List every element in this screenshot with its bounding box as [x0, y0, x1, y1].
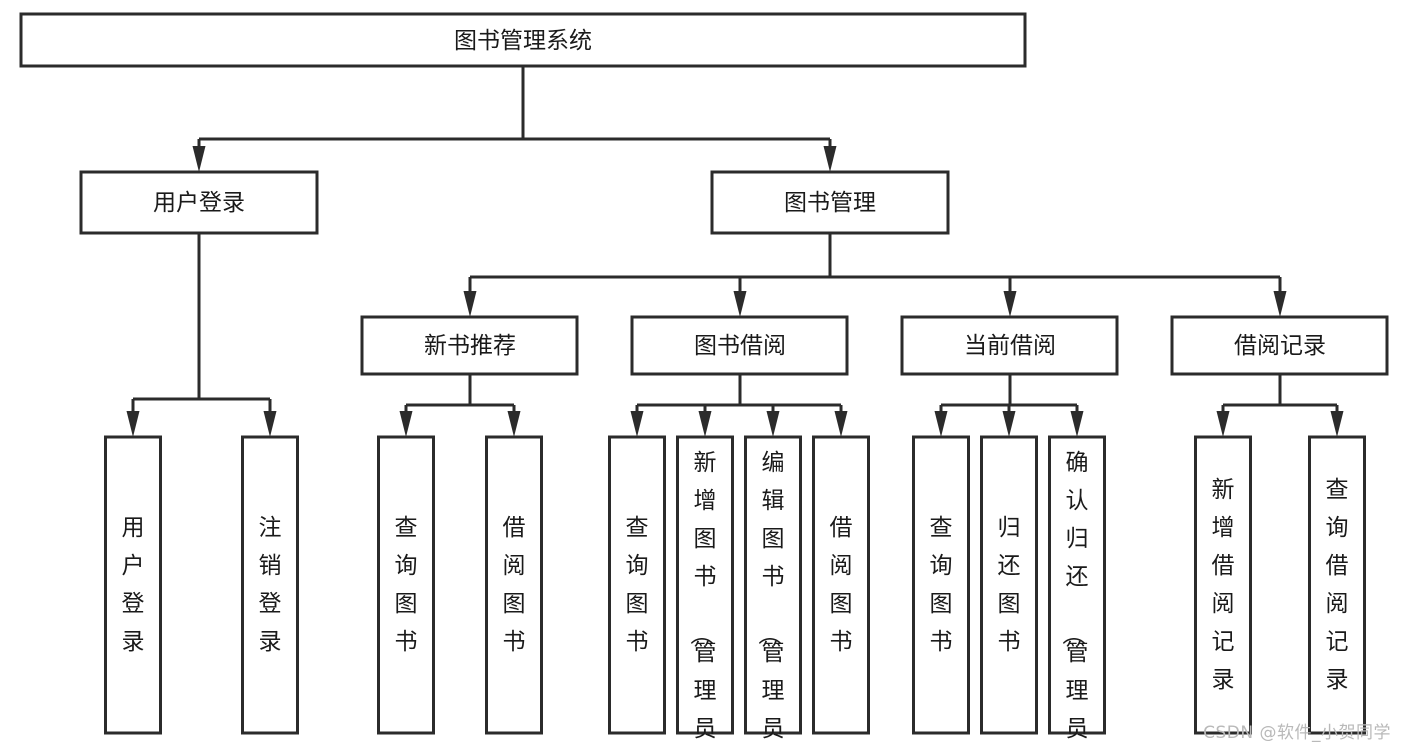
book-borrow-box[interactable] — [630, 315, 849, 376]
user-login-box[interactable] — [79, 170, 319, 235]
leaf-node[interactable]: 查询图书 — [377, 435, 435, 735]
node-current-borrow[interactable]: 当前借阅 — [900, 315, 1119, 376]
book-borrow-label: 图书借阅 — [694, 333, 786, 359]
leaf-node[interactable]: 借阅图书 — [812, 435, 870, 735]
bookborrow-to-leaves-arrow-2 — [766, 411, 780, 437]
current-borrow-label: 当前借阅 — [964, 333, 1056, 359]
node-root[interactable]: 图书管理系统 — [19, 12, 1027, 68]
new-book-recommend-box[interactable] — [360, 315, 579, 376]
userlogin-to-leaves-arrow-1 — [263, 411, 277, 437]
current-borrow-box[interactable] — [900, 315, 1119, 376]
borrowrecord-to-leaves-arrow-0 — [1216, 411, 1230, 437]
book-manage-label: 图书管理 — [784, 190, 876, 216]
leaf-box[interactable] — [1194, 435, 1252, 735]
bookborrow-to-leaves-arrow-3 — [834, 411, 848, 437]
book-manage-box[interactable] — [710, 170, 950, 235]
leaf-label: 新增借阅记录 — [1212, 477, 1235, 693]
bookmanage-to-level3-arrow-1 — [733, 291, 747, 317]
leaf-node[interactable]: 查询借阅记录 — [1308, 435, 1366, 735]
borrowrecord-to-leaves-arrow-1 — [1330, 411, 1344, 437]
leaf-label: 查询图书 — [930, 515, 953, 655]
user-login-label: 用户登录 — [153, 190, 245, 216]
leaf-node[interactable]: 查询图书 — [608, 435, 666, 735]
leaf-box[interactable] — [104, 435, 162, 735]
node-new-book-recommend[interactable]: 新书推荐 — [360, 315, 579, 376]
leaf-label: 注销登录 — [259, 515, 282, 655]
borrow-record-box[interactable] — [1170, 315, 1389, 376]
borrow-record-label: 借阅记录 — [1234, 333, 1326, 359]
currentborrow-to-leaves-arrow-2 — [1070, 411, 1084, 437]
leaf-label: 查询借阅记录 — [1326, 477, 1349, 693]
node-book-borrow[interactable]: 图书借阅 — [630, 315, 849, 376]
leaf-box[interactable] — [912, 435, 970, 735]
leaf-node[interactable]: 确认归还（管理员） — [1048, 435, 1106, 747]
bookmanage-to-level3-arrow-0 — [463, 291, 477, 317]
newbook-to-leaves-arrow-1 — [507, 411, 521, 437]
leaf-label: 确认归还（管理员） — [1060, 450, 1089, 747]
leaf-label: 查询图书 — [395, 515, 418, 655]
leaf-label: 归还图书 — [998, 515, 1021, 655]
leaf-box[interactable] — [980, 435, 1038, 735]
bookborrow-to-leaves-arrow-1 — [698, 411, 712, 437]
leaf-box[interactable] — [744, 435, 802, 735]
currentborrow-to-leaves-arrow-1 — [1002, 411, 1016, 437]
node-user-login[interactable]: 用户登录 — [79, 170, 319, 235]
userlogin-to-leaves-arrow-0 — [126, 411, 140, 437]
leaf-node[interactable]: 借阅图书 — [485, 435, 543, 735]
leaf-node[interactable]: 新增图书（管理员） — [676, 435, 734, 747]
root-to-level2-arrow-1 — [823, 146, 837, 172]
connectors-layer — [126, 66, 1344, 437]
leaf-node[interactable]: 注销登录 — [241, 435, 299, 735]
root-to-level2-arrow-0 — [192, 146, 206, 172]
newbook-to-leaves-arrow-0 — [399, 411, 413, 437]
leaf-label: 查询图书 — [626, 515, 649, 655]
leaf-label: 借阅图书 — [503, 515, 526, 655]
leaf-box[interactable] — [377, 435, 435, 735]
leaf-box[interactable] — [812, 435, 870, 735]
leaf-box[interactable] — [241, 435, 299, 735]
leaf-box[interactable] — [1308, 435, 1366, 735]
root-box[interactable] — [19, 12, 1027, 68]
leaf-box[interactable] — [485, 435, 543, 735]
new-book-recommend-label: 新书推荐 — [424, 333, 516, 359]
node-book-manage[interactable]: 图书管理 — [710, 170, 950, 235]
leaf-node[interactable]: 用户登录 — [104, 435, 162, 735]
leaf-label: 用户登录 — [122, 515, 145, 655]
leaf-nodes-layer: 用户登录 注销登录 查询图书 借阅图书 查询图书 新增图书（管理员） 编辑图书（管理员） 借阅… — [104, 435, 1366, 747]
leaf-node[interactable]: 查询图书 — [912, 435, 970, 735]
currentborrow-to-leaves-arrow-0 — [934, 411, 948, 437]
leaf-node[interactable]: 新增借阅记录 — [1194, 435, 1252, 735]
bookmanage-to-level3-arrow-3 — [1273, 291, 1287, 317]
leaf-node[interactable]: 编辑图书（管理员） — [744, 435, 802, 747]
leaf-label: 借阅图书 — [830, 515, 853, 655]
bookmanage-to-level3-arrow-2 — [1003, 291, 1017, 317]
bookborrow-to-leaves-arrow-0 — [630, 411, 644, 437]
node-borrow-record[interactable]: 借阅记录 — [1170, 315, 1389, 376]
leaf-box[interactable] — [1048, 435, 1106, 735]
leaf-box[interactable] — [608, 435, 666, 735]
leaf-label: 编辑图书（管理员） — [756, 450, 785, 747]
leaf-node[interactable]: 归还图书 — [980, 435, 1038, 735]
leaf-box[interactable] — [676, 435, 734, 735]
root-label: 图书管理系统 — [454, 28, 592, 54]
leaf-label: 新增图书（管理员） — [688, 450, 717, 747]
